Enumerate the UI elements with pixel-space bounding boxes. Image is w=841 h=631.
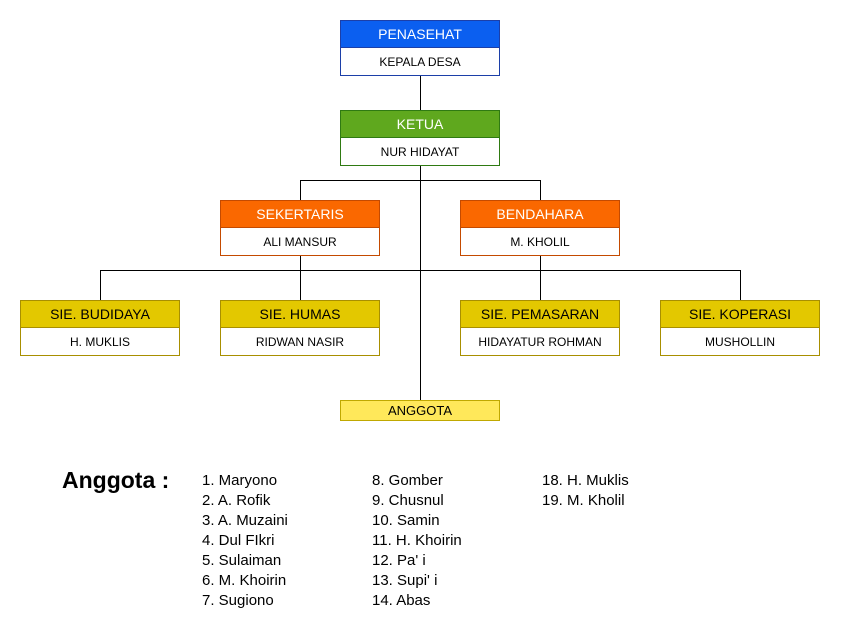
members-heading: Anggota : (62, 467, 170, 493)
node-ketua-role: KETUA (340, 110, 500, 138)
node-penasehat-role: PENASEHAT (340, 20, 500, 48)
members-column-3: 18. H. Muklis 19. M. Kholil (542, 471, 629, 511)
member-item: 14. Abas (372, 592, 431, 609)
member-item: 11. H. Khoirin (372, 532, 462, 549)
member-item: 13. Supi' i (372, 572, 438, 589)
member-item: 19. M. Kholil (542, 492, 625, 509)
node-sie-koperasi: SIE. KOPERASI MUSHOLLIN (660, 300, 820, 356)
member-item: 7. Sugiono (202, 592, 274, 609)
node-sie-pemasaran-name: HIDAYATUR ROHMAN (460, 328, 620, 356)
members-column-1: 1. Maryono 2. A. Rofik 3. A. Muzaini 4. … (202, 471, 288, 611)
node-sie-budidaya-role: SIE. BUDIDAYA (20, 300, 180, 328)
node-anggota: ANGGOTA (340, 400, 500, 421)
member-item: 5. Sulaiman (202, 552, 282, 569)
node-sie-koperasi-role: SIE. KOPERASI (660, 300, 820, 328)
member-item: 3. A. Muzaini (202, 512, 288, 529)
member-item: 4. Dul FIkri (202, 532, 275, 549)
node-ketua: KETUA NUR HIDAYAT (340, 110, 500, 166)
member-item: 10. Samin (372, 512, 440, 529)
node-sie-koperasi-name: MUSHOLLIN (660, 328, 820, 356)
node-bendahara-role: BENDAHARA (460, 200, 620, 228)
member-item: 8. Gomber (372, 472, 443, 489)
node-sie-humas-name: RIDWAN NASIR (220, 328, 380, 356)
members-column-2: 8. Gomber 9. Chusnul 10. Samin 11. H. Kh… (372, 471, 462, 611)
member-item: 12. Pa' i (372, 552, 426, 569)
node-sie-budidaya-name: H. MUKLIS (20, 328, 180, 356)
node-sekertaris-role: SEKERTARIS (220, 200, 380, 228)
member-item: 6. M. Khoirin (202, 572, 287, 589)
node-sekertaris-name: ALI MANSUR (220, 228, 380, 256)
node-penasehat: PENASEHAT KEPALA DESA (340, 20, 500, 76)
node-sie-humas-role: SIE. HUMAS (220, 300, 380, 328)
node-sie-budidaya: SIE. BUDIDAYA H. MUKLIS (20, 300, 180, 356)
node-sie-pemasaran: SIE. PEMASARAN HIDAYATUR ROHMAN (460, 300, 620, 356)
node-ketua-name: NUR HIDAYAT (340, 138, 500, 166)
member-item: 9. Chusnul (372, 492, 444, 509)
member-item: 1. Maryono (202, 472, 278, 489)
node-bendahara: BENDAHARA M. KHOLIL (460, 200, 620, 256)
node-bendahara-name: M. KHOLIL (460, 228, 620, 256)
member-item: 18. H. Muklis (542, 472, 629, 489)
node-sekertaris: SEKERTARIS ALI MANSUR (220, 200, 380, 256)
node-sie-pemasaran-role: SIE. PEMASARAN (460, 300, 620, 328)
member-item: 2. A. Rofik (202, 492, 271, 509)
node-penasehat-name: KEPALA DESA (340, 48, 500, 76)
node-sie-humas: SIE. HUMAS RIDWAN NASIR (220, 300, 380, 356)
